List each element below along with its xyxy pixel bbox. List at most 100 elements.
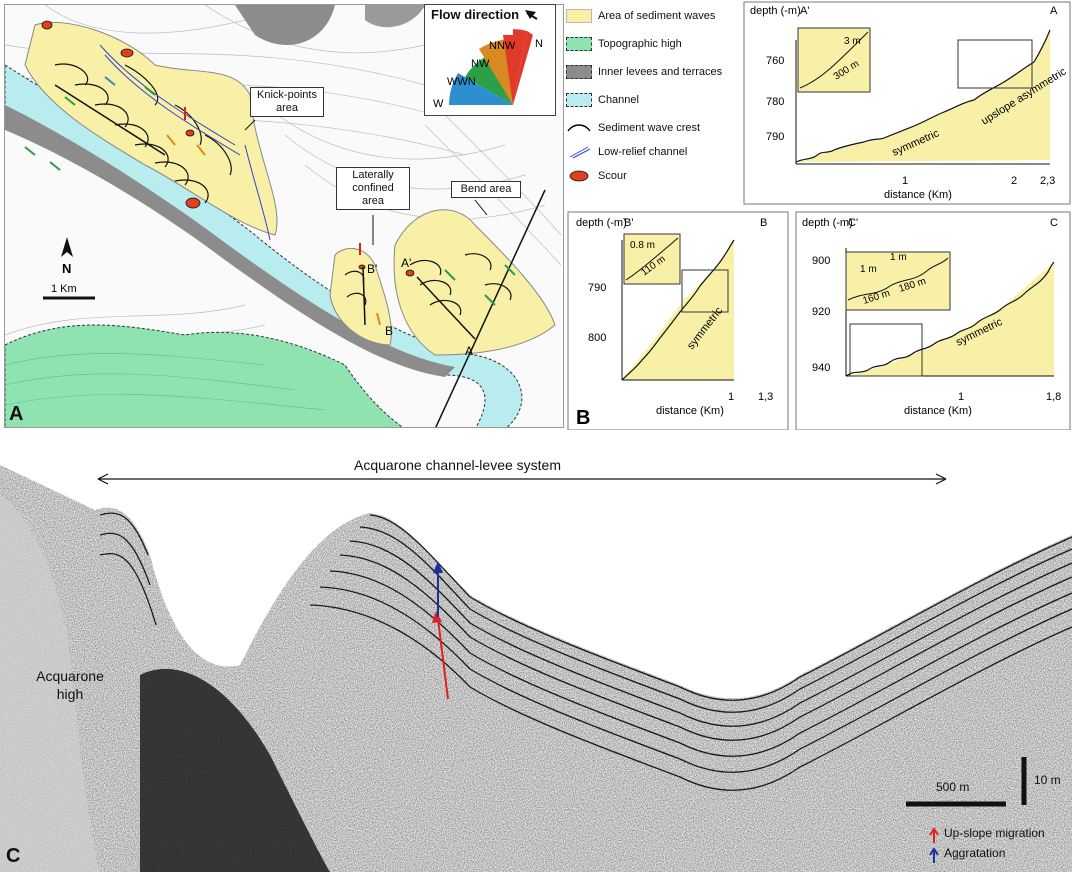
profile-b: depth (-m) B' B 790 800 1 1,3 distance (… <box>567 211 789 431</box>
rose-label-wwn: WWN <box>447 76 476 88</box>
legend-swatch <box>566 9 592 23</box>
profile-a-depth-label: depth (-m) <box>750 5 801 17</box>
topo-contours <box>5 353 326 411</box>
profile-a: depth (-m) A' A 760 780 790 1 2 2,3 dist… <box>743 1 1071 205</box>
profile-c-inset-line <box>847 257 949 301</box>
profile-a-ytick-780: 780 <box>766 96 784 108</box>
panel-c-letter: C <box>6 845 21 867</box>
scour-icon <box>569 170 589 182</box>
seismic-panel: SW NE Acquarone channel-levee system Acq… <box>0 455 1072 872</box>
north-arrow-icon <box>61 237 73 257</box>
legend-aggradation-label: Aggratation <box>944 846 1006 860</box>
profile-a-ytick-760: 760 <box>766 55 784 67</box>
legend-red-arrow-icon <box>929 827 939 843</box>
legend-item-crest: Sediment wave crest <box>566 120 700 136</box>
rose-label-w: W <box>433 98 444 110</box>
map-svg: N 1 Km A' A B' B <box>5 5 562 427</box>
profile-a-ytick-790: 790 <box>766 131 784 143</box>
north-label: N <box>62 261 71 276</box>
profile-c-fill <box>846 262 1054 376</box>
profile-b-xtick-13: 1,3 <box>758 391 773 403</box>
profile-c-line <box>845 261 1055 377</box>
profile-b-left-label: B' <box>624 217 633 229</box>
profile-c-inset <box>845 251 951 311</box>
bend-area-callout: Bend area <box>451 181 521 198</box>
system-label: Acquarone channel-levee system <box>354 457 562 473</box>
profile-a-xtick-2: 2 <box>1011 175 1017 187</box>
profile-a-xtick-23: 2,3 <box>1040 175 1055 187</box>
section-b: B <box>385 324 393 338</box>
profile-a-inset <box>797 27 871 93</box>
section-a-prime: A' <box>401 256 411 270</box>
rose-label-nnw: NNW <box>489 40 516 52</box>
crest-line-icon <box>567 124 591 132</box>
profile-a-inset-height: 3 m <box>844 36 861 47</box>
laterally-confined-callout: Laterally confined area <box>336 167 410 210</box>
profile-b-inset-line <box>625 237 679 281</box>
legend-swatch <box>566 65 592 79</box>
profile-a-line <box>795 29 1051 163</box>
profile-b-ytick-790: 790 <box>588 282 606 294</box>
legend-swatch <box>566 93 592 107</box>
profile-a-inset-line <box>799 31 869 89</box>
section-b-prime: B' <box>367 262 377 276</box>
seismic-svg <box>0 455 1072 872</box>
upslope-migration-arrow <box>437 618 449 700</box>
profile-c-xlabel: distance (Km) <box>904 405 972 417</box>
legend-swatch <box>566 37 592 51</box>
profile-b-inset <box>623 233 681 285</box>
profile-b-xtick-1: 1 <box>728 391 734 403</box>
top-levee-patch <box>235 5 335 45</box>
profile-b-right-label: B <box>760 217 767 229</box>
profile-a-fill <box>796 30 1050 162</box>
profile-c: depth (-m) C' C 900 920 940 1 1,8 distan… <box>795 211 1071 431</box>
panel-a-letter: A <box>9 403 24 425</box>
rose-sectors <box>449 29 533 105</box>
legend-item-topographic: Topographic high <box>566 36 682 52</box>
profile-c-inset-h1: 1 m <box>860 264 877 275</box>
profile-c-ytick-940: 940 <box>812 362 830 374</box>
low-relief-icon <box>569 146 591 159</box>
callout-leaders <box>244 119 488 245</box>
scours <box>41 20 415 277</box>
profile-b-xlabel: distance (Km) <box>656 405 724 417</box>
profile-c-right-label: C <box>1050 217 1058 229</box>
profile-c-ytick-900: 900 <box>812 255 830 267</box>
panel-b-letter: B <box>576 407 590 429</box>
profile-a-xlabel: distance (Km) <box>884 189 952 201</box>
acquarone-high-label: Acquarone high <box>36 668 104 702</box>
profile-a-zoom-box <box>957 39 1033 89</box>
map-scale-label: 1 Km <box>51 283 77 295</box>
profile-c-xtick-1: 1 <box>958 391 964 403</box>
profile-b-fill <box>622 240 734 380</box>
seismic-v-scale-label: 10 m <box>1034 773 1061 787</box>
legend: Area of sediment waves Topographic high … <box>566 4 742 200</box>
profile-a-xtick-1: 1 <box>902 175 908 187</box>
profile-c-xtick-18: 1,8 <box>1046 391 1061 403</box>
topographic-high <box>5 324 404 427</box>
knick-points-wave-area <box>24 21 278 236</box>
rose-svg: NNW N NW WWN W <box>433 10 543 110</box>
profile-b-ytick-800: 800 <box>588 332 606 344</box>
profile-b-line <box>621 239 735 381</box>
top-levee-patch-2 <box>365 5 425 28</box>
section-a: A <box>465 344 473 358</box>
profile-b-inset-height: 0.8 m <box>630 240 655 251</box>
legend-blue-arrow-icon <box>929 847 939 863</box>
section-lines <box>54 84 546 427</box>
aggradation-arrowhead-icon <box>433 561 443 573</box>
legend-item-levees: Inner levees and terraces <box>566 64 722 80</box>
profile-c-ytick-920: 920 <box>812 306 830 318</box>
low-relief-channels <box>99 44 271 241</box>
seismic-h-scale-label: 500 m <box>936 780 970 794</box>
profile-a-left-label: A' <box>800 5 809 17</box>
profiles-panel: depth (-m) A' A 760 780 790 1 2 2,3 dist… <box>564 0 1072 431</box>
rose-label-n: N <box>535 38 543 50</box>
profile-c-zoom-box <box>849 323 923 377</box>
profile-c-inset-h2: 1 m <box>890 252 907 263</box>
flow-direction-title: Flow direction <box>431 7 520 22</box>
legend-item-scour: Scour <box>566 168 627 184</box>
legend-item-low-relief: Low-relief channel <box>566 144 687 160</box>
legend-upslope-label: Up-slope migration <box>944 826 1045 840</box>
bend-wave-area <box>393 209 556 356</box>
